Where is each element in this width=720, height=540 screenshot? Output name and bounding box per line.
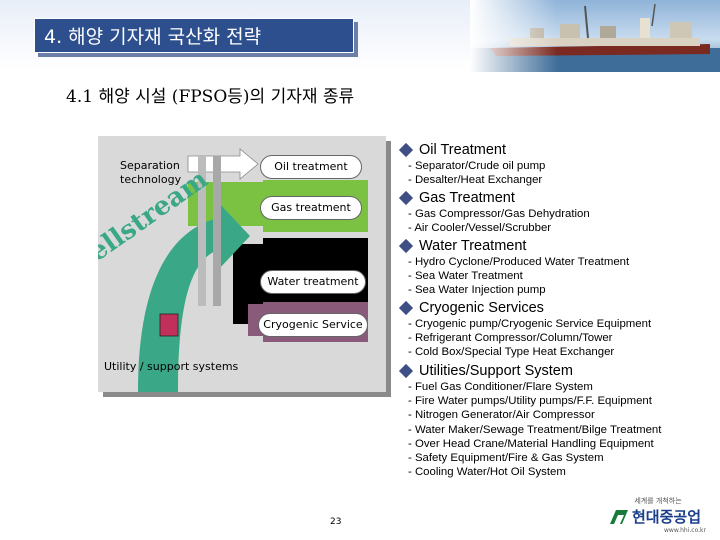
separation-technology-label: Separation technology: [120, 159, 182, 186]
section-cryogenic-services: Cryogenic Services - Cryogenic pump/Cryo…: [398, 299, 651, 360]
section-subtitle: 4.1 해양 시설 (FPSO등)의 기자재 종류: [66, 87, 355, 107]
list-item: - Sea Water Treatment: [408, 270, 523, 283]
section-title: Cryogenic Services: [419, 300, 544, 316]
fpso-ship-photo: [470, 0, 720, 72]
diamond-bullet-icon: [398, 300, 414, 315]
gas-treatment-pill: Gas treatment: [260, 196, 362, 220]
list-item: - Fuel Gas Conditioner/Flare System: [408, 381, 593, 393]
page-title: 4. 해양 기자재 국산화 전략: [44, 26, 262, 48]
logo-name: 현대중공업: [632, 508, 702, 526]
list-item: - Water Maker/Sewage Treatment/Bilge Tre…: [408, 423, 662, 436]
cryogenic-service-pill: Cryogenic Service: [258, 313, 368, 337]
logo-tagline: 세계를 개척하는: [634, 497, 682, 505]
utility-support-label: Utility / support systems: [104, 360, 239, 373]
diamond-bullet-icon: [398, 190, 414, 205]
list-item: - Safety Equipment/Fire & Gas System: [408, 452, 604, 465]
diamond-bullet-icon: [398, 363, 414, 378]
list-item: - Cooling Water/Hot Oil System: [408, 466, 566, 479]
list-item: - Sea Water Injection pump: [408, 284, 546, 297]
section-title: Oil Treatment: [419, 142, 507, 158]
title-box: [34, 18, 354, 53]
list-item: - Gas Compressor/Gas Dehydration: [408, 208, 590, 220]
list-item: - Fire Water pumps/Utility pumps/F.F. Eq…: [408, 395, 652, 408]
list-item: - Air Cooler/Vessel/Scrubber: [408, 222, 552, 235]
section-gas-treatment: Gas Treatment - Gas Compressor/Gas Dehyd…: [398, 189, 590, 235]
list-item: - Desalter/Heat Exchanger: [408, 174, 543, 187]
section-title: Water Treatment: [419, 238, 527, 254]
list-item: - Cold Box/Special Type Heat Exchanger: [408, 346, 615, 359]
water-treatment-pill: Water treatment: [260, 270, 366, 294]
list-item: - Separator/Crude oil pump: [408, 160, 546, 172]
logo-url: www.hhi.co.kr: [664, 527, 706, 534]
section-utilities-support: Utilities/Support System - Fuel Gas Cond…: [398, 362, 661, 479]
diamond-bullet-icon: [398, 142, 414, 157]
list-item: - Over Head Crane/Material Handling Equi…: [408, 437, 654, 450]
utility-box: [159, 313, 179, 337]
page-number: 23: [330, 517, 342, 527]
list-item: - Nitrogen Generator/Air Compressor: [408, 409, 595, 422]
section-water-treatment: Water Treatment - Hydro Cyclone/Produced…: [398, 237, 629, 298]
wellstream-arrow: [138, 202, 250, 392]
diamond-bullet-icon: [398, 238, 414, 253]
hhi-emblem-icon: [610, 509, 628, 524]
list-item: - Refrigerant Compressor/Column/Tower: [408, 332, 613, 345]
list-item: - Cryogenic pump/Cryogenic Service Equip…: [408, 318, 652, 330]
section-title: Utilities/Support System: [419, 363, 573, 379]
section-oil-treatment: Oil Treatment - Separator/Crude oil pump…: [398, 141, 545, 187]
process-flow-diagram: Separation technology Oil treatment Gas …: [98, 136, 386, 392]
company-logo: 세계를 개척하는 현대중공업 www.hhi.co.kr: [610, 496, 706, 536]
list-item: - Hydro Cyclone/Produced Water Treatment: [408, 256, 630, 268]
oil-treatment-pill: Oil treatment: [260, 155, 362, 179]
section-title: Gas Treatment: [419, 190, 515, 206]
